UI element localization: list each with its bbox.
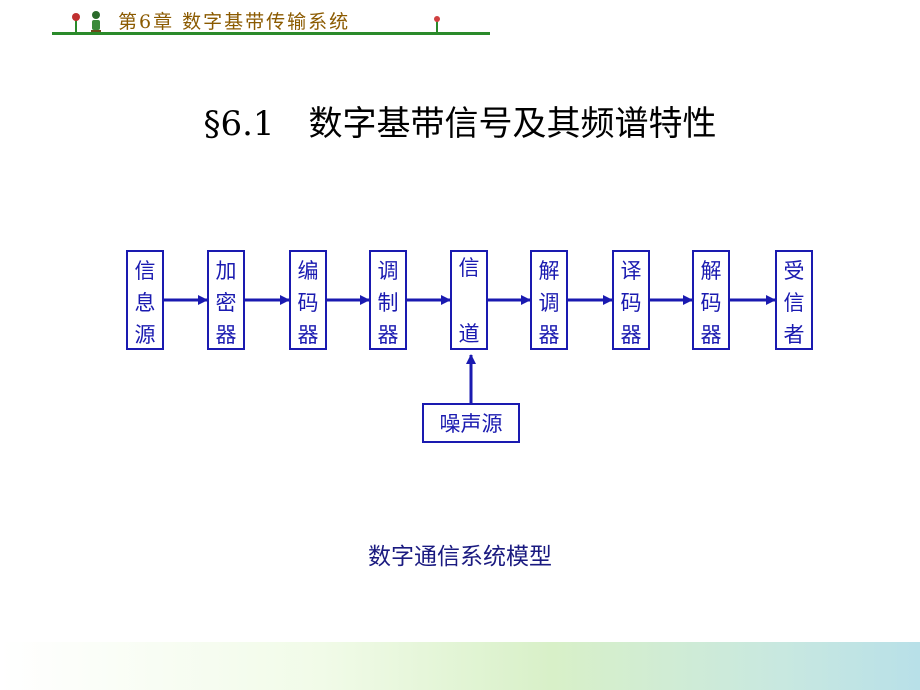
noise-source-box: [422, 403, 520, 443]
noise-source-label: 噪声源: [440, 412, 503, 436]
block-char: 调: [378, 259, 399, 283]
block-char: 编: [298, 259, 319, 283]
block-char: 密: [216, 291, 237, 315]
block-char: 码: [701, 291, 722, 315]
block-char: 码: [298, 291, 319, 315]
block-char: 器: [378, 323, 399, 347]
block-char: 制: [378, 291, 399, 315]
block-char: 解: [701, 259, 722, 283]
block-box: [207, 250, 245, 350]
flower-icon: [72, 13, 80, 32]
block-char: 器: [298, 323, 319, 347]
block-box: [692, 250, 730, 350]
block-char: 信: [135, 259, 156, 283]
block-decryptor: 解码器: [692, 250, 730, 350]
header-rule: [52, 32, 490, 35]
block-char: 者: [784, 323, 805, 347]
block-modulator: 调制器: [369, 250, 407, 350]
block-char: 受: [784, 259, 805, 283]
block-char: 器: [621, 323, 642, 347]
block-char: 码: [621, 291, 642, 315]
chapter-title: 第6章 数字基带传输系统: [118, 11, 351, 33]
block-char: 器: [539, 323, 560, 347]
block-char: 息: [135, 291, 156, 315]
block-demodulator: 解调器: [530, 250, 568, 350]
block-decoder: 译码器: [612, 250, 650, 350]
slide-header: 第6章 数字基带传输系统: [0, 0, 500, 40]
block-char: 信: [784, 291, 805, 315]
block-box: [126, 250, 164, 350]
block-char: 译: [621, 259, 642, 283]
block-char: 信: [459, 256, 480, 280]
block-box: [612, 250, 650, 350]
block-receiver: 受信者: [775, 250, 813, 350]
block-char: 道: [459, 322, 480, 346]
block-char: 加: [216, 259, 237, 283]
sprout-icon: [434, 16, 440, 32]
block-char: 源: [135, 323, 156, 347]
block-char: 器: [701, 323, 722, 347]
footer-gradient: [0, 642, 920, 690]
block-box: [450, 250, 488, 350]
block-box: [289, 250, 327, 350]
block-encoder: 编码器: [289, 250, 327, 350]
block-channel: 信道: [450, 250, 488, 350]
slide-title: §6.1 数字基带信号及其频谱特性: [203, 104, 717, 144]
block-char: 器: [216, 323, 237, 347]
person-icon: [91, 11, 101, 33]
block-encryptor: 加密器: [207, 250, 245, 350]
block-box: [530, 250, 568, 350]
block-box: [775, 250, 813, 350]
block-source: 信息源: [126, 250, 164, 350]
block-char: 解: [539, 259, 560, 283]
diagram-caption: 数字通信系统模型: [368, 544, 552, 570]
block-box: [369, 250, 407, 350]
block-char: 调: [539, 291, 560, 315]
